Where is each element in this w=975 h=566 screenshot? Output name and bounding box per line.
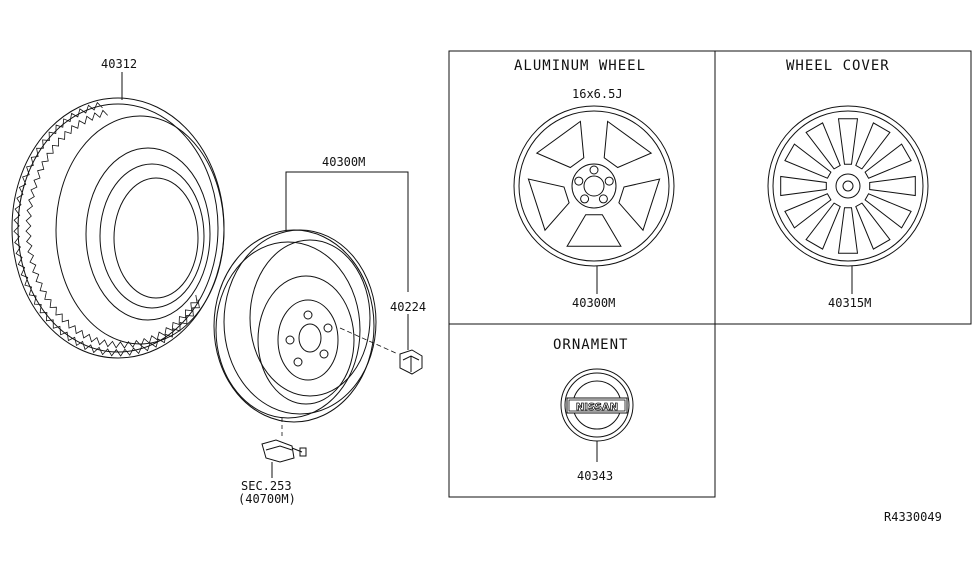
aluminum-wheel-size: 16x6.5J (572, 87, 623, 101)
ornament-title: ORNAMENT (553, 337, 628, 353)
tire-illustration (11, 97, 225, 359)
ornament-part-number: 40343 (577, 469, 613, 483)
aluminum-wheel-lug-hole (589, 165, 599, 175)
aluminum-wheel-window (527, 178, 570, 232)
sensor-part-code: (40700M) (238, 492, 296, 506)
panel-frames (448, 50, 972, 498)
wheel-cover-part-number: 40315M (828, 296, 871, 310)
aluminum-wheel-lug-hole (580, 194, 590, 204)
tire-part-number: 40312 (101, 57, 137, 71)
wheel-cover-illustration (767, 105, 929, 267)
wheel-cover-slot (869, 175, 916, 197)
diagram-reference-code: R4330049 (884, 510, 942, 524)
steel-wheel-bracket (285, 171, 409, 292)
aluminum-wheel-window (535, 120, 585, 169)
ornament-illustration: NISSAN (560, 368, 634, 442)
aluminum-wheel-lug-hole (604, 176, 614, 186)
wheel-cover-slot (805, 202, 841, 250)
wheel-nut-illustration (399, 349, 423, 375)
wheel-cover-slot (864, 193, 912, 229)
wheel-cover-slot (855, 202, 891, 250)
wheel-cover-slot (837, 207, 859, 254)
aluminum-wheel-window (566, 214, 622, 247)
aluminum-wheel-lug-hole (574, 176, 584, 186)
aluminum-wheel-lug-hole (598, 194, 608, 204)
steel-wheel-part-number: 40300M (322, 155, 365, 169)
wheel-cover-title: WHEEL COVER (786, 58, 890, 74)
nissan-logo-text: NISSAN (576, 402, 618, 413)
wheel-cover-slot (864, 143, 912, 179)
wheel-cover-slot (855, 122, 891, 170)
nut-part-number: 40224 (390, 300, 426, 314)
aluminum-wheel-title: ALUMINUM WHEEL (514, 58, 646, 74)
wheel-cover-slot (780, 175, 827, 197)
steel-wheel-illustration (213, 229, 377, 423)
aluminum-wheel-illustration (513, 105, 675, 267)
aluminum-wheel-part-number: 40300M (572, 296, 615, 310)
aluminum-wheel-window (603, 120, 653, 169)
aluminum-wheel-window (618, 178, 661, 232)
wheel-cover-slot (784, 193, 832, 229)
wheel-cover-slot (784, 143, 832, 179)
wheel-cover-slot (837, 118, 859, 165)
sensor-sec-label: SEC.253 (241, 479, 292, 493)
nut-dashed-line (339, 327, 399, 355)
wheel-cover-slot (805, 122, 841, 170)
tpms-sensor-illustration (261, 439, 307, 463)
